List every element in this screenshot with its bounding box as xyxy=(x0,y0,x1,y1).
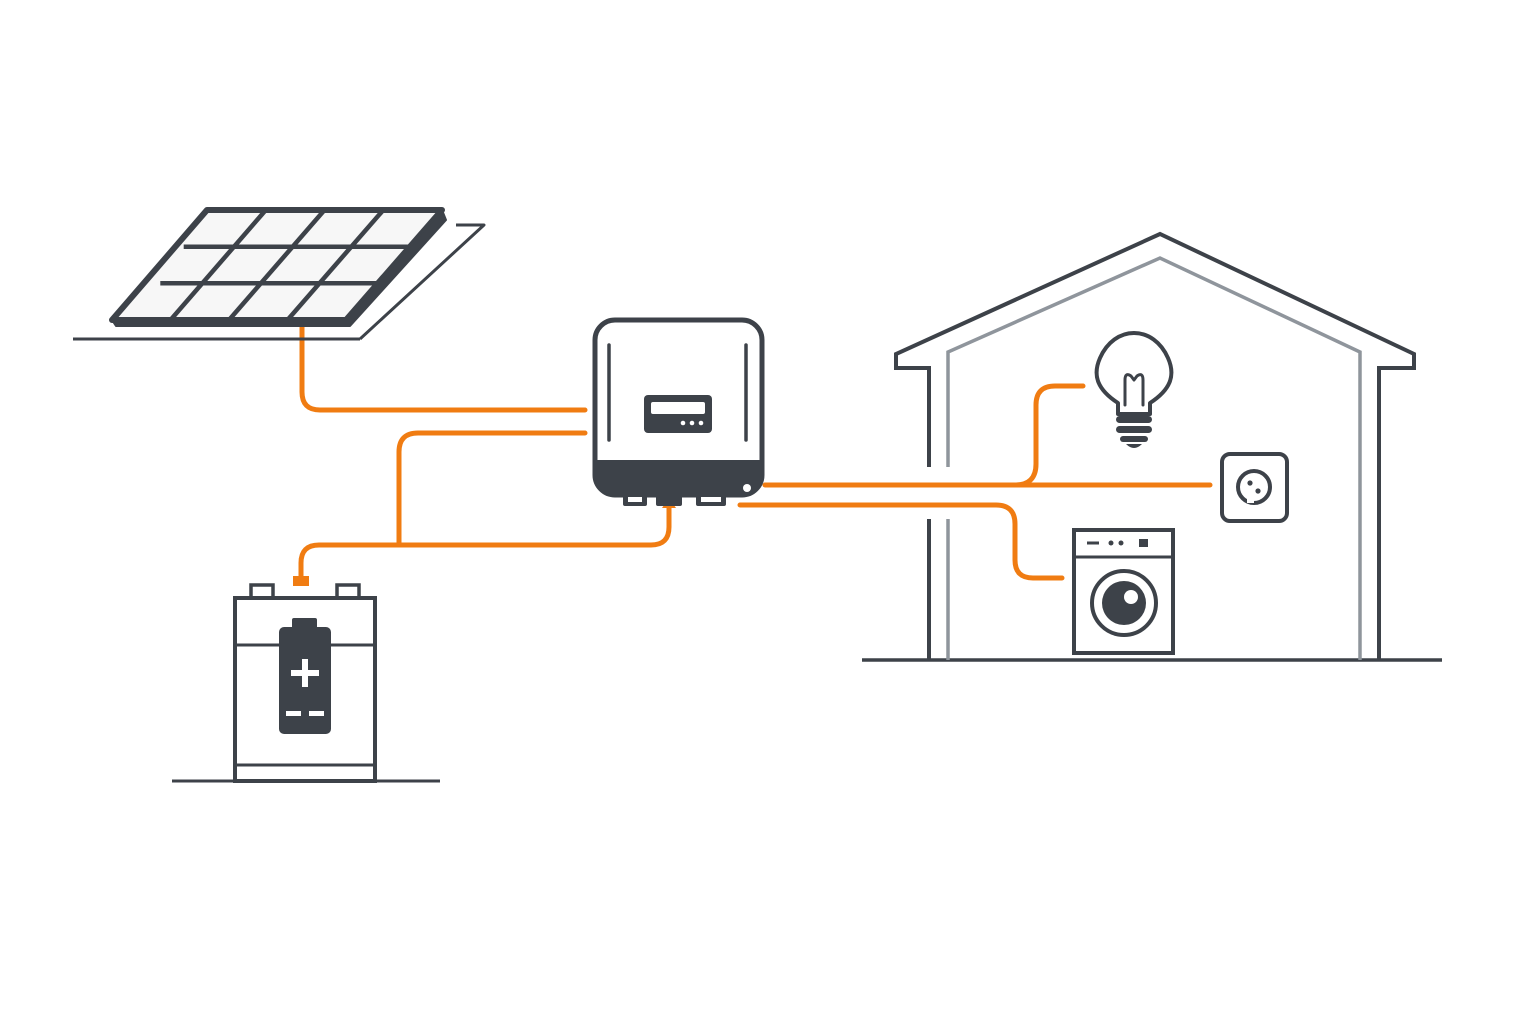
wire-solar-to-inverter xyxy=(299,322,588,413)
wire-inverter-to-bulb xyxy=(1012,383,1086,488)
wire-battery-to-inverter xyxy=(396,430,588,548)
inverter-icon xyxy=(592,317,765,506)
solar-mount-outline xyxy=(358,223,486,341)
house-icon xyxy=(862,231,1442,662)
power-socket-icon xyxy=(1220,452,1289,523)
washing-machine-icon xyxy=(1072,528,1175,655)
inverter-connectors xyxy=(623,492,726,506)
house-inner-outline xyxy=(946,256,1362,660)
minus-icon xyxy=(286,711,301,716)
inverter-led xyxy=(743,484,751,492)
battery-wire-terminal xyxy=(293,576,309,586)
solar-cell-grid xyxy=(160,208,410,322)
battery-icon xyxy=(172,583,440,783)
light-bulb-icon xyxy=(1094,331,1174,448)
solar-panel-rim xyxy=(111,209,447,327)
inverter-bottom-band xyxy=(595,460,762,495)
house-roof-outline xyxy=(894,231,1416,660)
solar-panel-icon xyxy=(73,207,486,341)
wire-inverter-to-washer xyxy=(737,502,1065,581)
wire-battery-loop xyxy=(298,503,672,581)
